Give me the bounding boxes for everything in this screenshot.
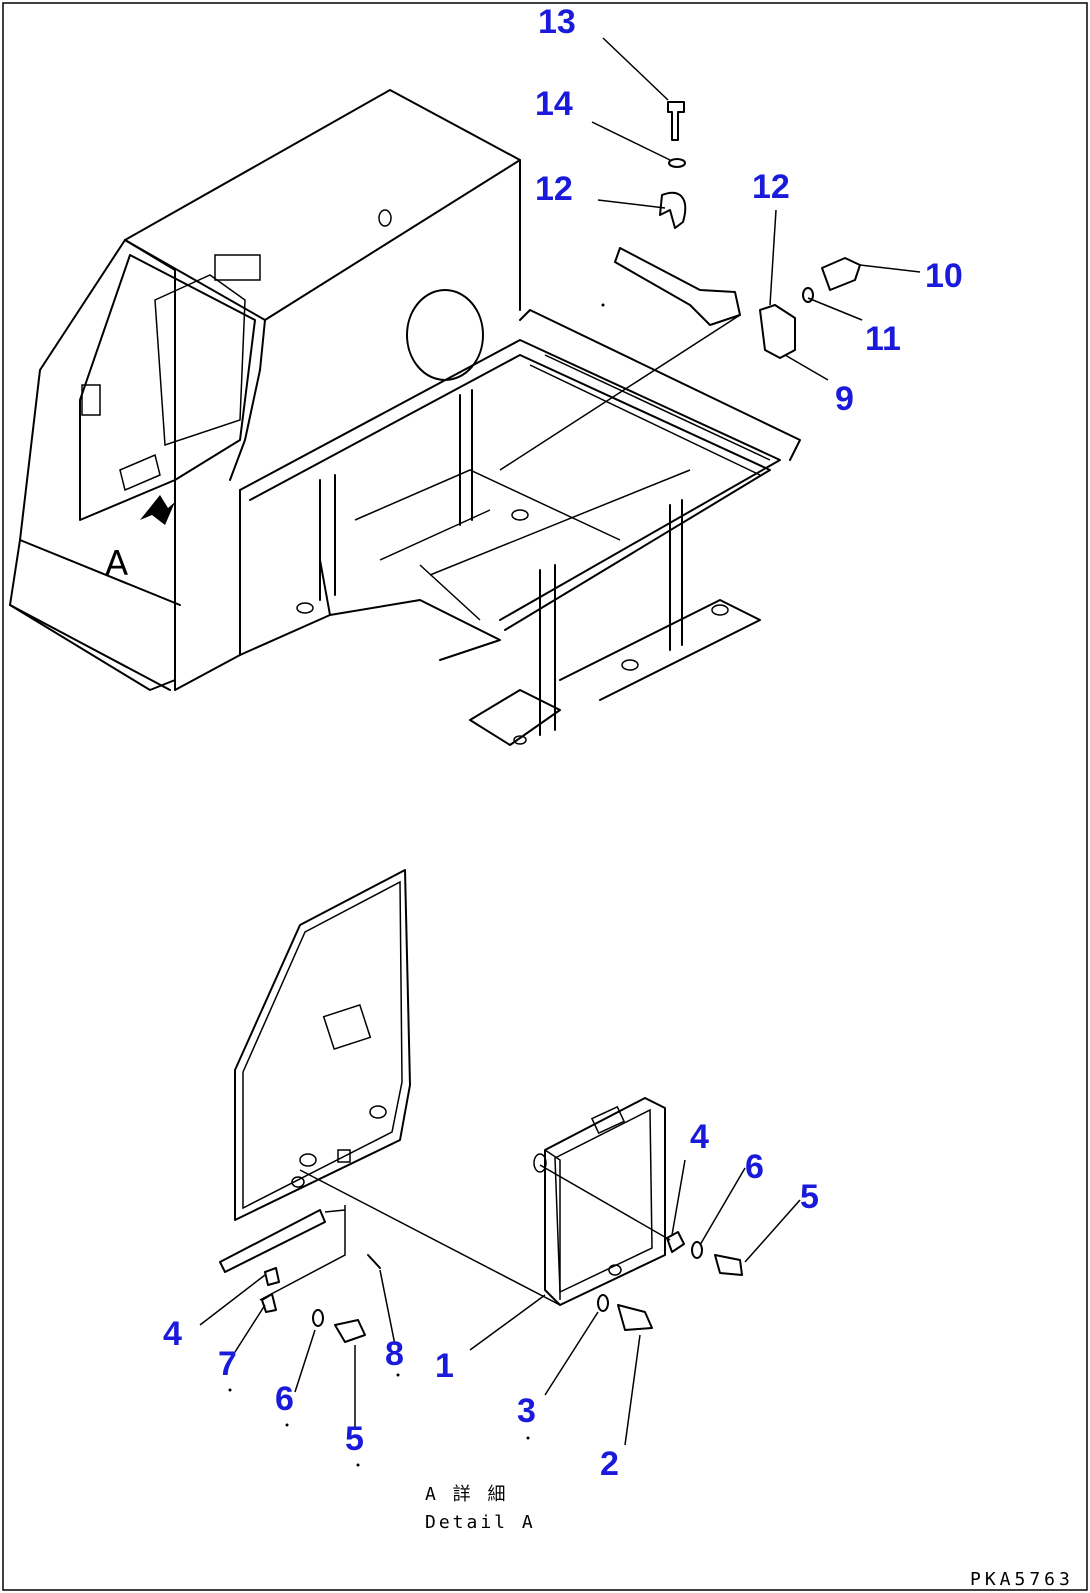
- callout-12-right: 12: [752, 168, 790, 206]
- detail-a-door: [219, 869, 666, 1306]
- callout-5-left: 5: [345, 1420, 364, 1458]
- view-marker-a: A: [105, 544, 128, 584]
- callout-11: 11: [865, 320, 901, 358]
- bracket-7-icon: [261, 1293, 277, 1313]
- bolt-2-icon: [617, 1304, 653, 1331]
- detail-a-hardware: [261, 1231, 743, 1343]
- washer-14-icon: [668, 158, 686, 168]
- callout-4-right: 4: [690, 1118, 709, 1156]
- detail-caption-jp: A 詳 細: [425, 1484, 509, 1505]
- cab-floor-assembly: [9, 89, 801, 746]
- washer-3-icon: [597, 1294, 609, 1312]
- callout-4-left: 4: [163, 1315, 182, 1353]
- bolt-13-icon: [667, 101, 685, 141]
- arrow-icon: [140, 495, 175, 525]
- callout-10: 10: [925, 257, 963, 295]
- callout-14: 14: [535, 85, 573, 123]
- nut-4-right-icon: [666, 1231, 685, 1253]
- callout-8: 8: [385, 1335, 404, 1373]
- bolt-5-left-icon: [334, 1319, 366, 1343]
- latch-parts: [614, 101, 861, 359]
- callout-5-right: 5: [800, 1178, 819, 1216]
- clip-12-icon: [659, 191, 687, 229]
- callout-labels: 13 14 12 12 10 11 9 4 6 5 4 7 6 5 8 1 3 …: [163, 3, 963, 1483]
- callout-9: 9: [835, 380, 854, 418]
- washer-11-icon: [802, 287, 814, 303]
- detail-leader-lines: [199, 1159, 801, 1446]
- nut-4-left-icon: [264, 1267, 280, 1286]
- callout-1: 1: [435, 1347, 454, 1385]
- detail-caption-en: Detail A: [425, 1512, 536, 1533]
- callout-6-left: 6: [275, 1380, 294, 1418]
- upper-leader-lines: [499, 37, 921, 471]
- callout-2: 2: [600, 1445, 619, 1483]
- bolt-5-right-icon: [714, 1254, 743, 1276]
- pin-8-icon: [367, 1254, 381, 1269]
- callout-13: 13: [538, 3, 576, 41]
- drawing-code: PKA5763: [970, 1569, 1074, 1590]
- callout-12-left: 12: [535, 170, 573, 208]
- bolt-10-icon: [821, 257, 861, 291]
- callout-3: 3: [517, 1392, 536, 1430]
- washer-6-right-icon: [691, 1241, 703, 1259]
- callout-7: 7: [218, 1345, 237, 1383]
- scan-dots: [228, 303, 605, 1467]
- bracket-9-icon: [759, 304, 796, 359]
- washer-6-left-icon: [312, 1309, 324, 1327]
- callout-6-right: 6: [745, 1148, 764, 1186]
- lock-rod-icon: [614, 247, 741, 326]
